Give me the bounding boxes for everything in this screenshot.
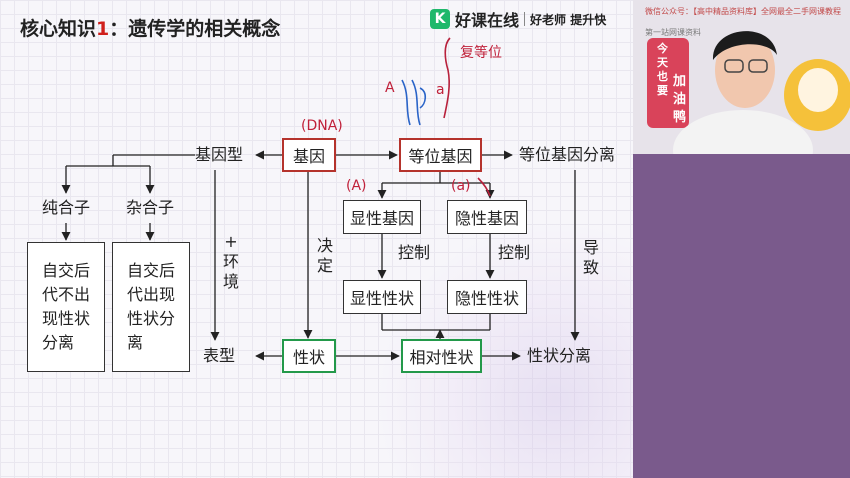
node-homozygote: 纯合子 bbox=[42, 200, 90, 216]
node-allele-segregation: 等位基因分离 bbox=[519, 147, 615, 163]
node-allele: 等位基因 bbox=[399, 138, 482, 172]
handwritten-note: 复等位 bbox=[460, 42, 502, 62]
node-relative-trait: 相对性状 bbox=[401, 339, 482, 373]
handwritten-small-a: (a) bbox=[451, 178, 471, 194]
label-decide: 决 定 bbox=[316, 236, 334, 276]
node-recessive-trait: 隐性性状 bbox=[447, 280, 527, 314]
node-trait-segregation: 性状分离 bbox=[527, 348, 591, 364]
side-background bbox=[633, 154, 850, 478]
watermark-text-2: 第一站网课资料 bbox=[645, 27, 701, 38]
handwritten-a-right: a bbox=[436, 82, 445, 98]
sticker-char-5: 加 bbox=[673, 70, 686, 89]
handwritten-dna: (DNA) bbox=[301, 118, 343, 134]
node-dominant-gene: 显性基因 bbox=[343, 200, 421, 234]
sticker-char-7: 鸭 bbox=[673, 106, 686, 125]
handwritten-cap-a: (A) bbox=[346, 178, 367, 194]
label-environment: + 环 境 bbox=[222, 232, 240, 292]
label-control-left: 控制 bbox=[398, 245, 430, 261]
node-genotype: 基因型 bbox=[195, 147, 243, 163]
node-dominant-trait: 显性性状 bbox=[343, 280, 421, 314]
homozygote-description: 自交后 代不出 现性状 分离 bbox=[27, 242, 105, 372]
sticker-char-4: 要 bbox=[657, 82, 668, 98]
label-lead: 导 致 bbox=[582, 238, 600, 278]
teacher-webcam: 今 天 也 要 加 油 鸭 bbox=[633, 0, 850, 154]
node-gene: 基因 bbox=[282, 138, 336, 172]
handwritten-blue-strokes bbox=[402, 80, 425, 125]
label-control-right: 控制 bbox=[498, 245, 530, 261]
handwritten-a-left: A bbox=[385, 80, 395, 96]
node-trait: 性状 bbox=[282, 339, 336, 373]
node-phenotype: 表型 bbox=[203, 348, 235, 364]
node-recessive-gene: 隐性基因 bbox=[447, 200, 527, 234]
handwritten-brace bbox=[444, 38, 450, 118]
node-heterozygote: 杂合子 bbox=[126, 200, 174, 216]
watermark-text: 微信公众号：【高中精品资料库】全网最全二手网课教程 bbox=[645, 6, 841, 17]
sticker-char-6: 油 bbox=[673, 88, 686, 107]
heterozygote-description: 自交后 代出现 性状分 离 bbox=[112, 242, 190, 372]
